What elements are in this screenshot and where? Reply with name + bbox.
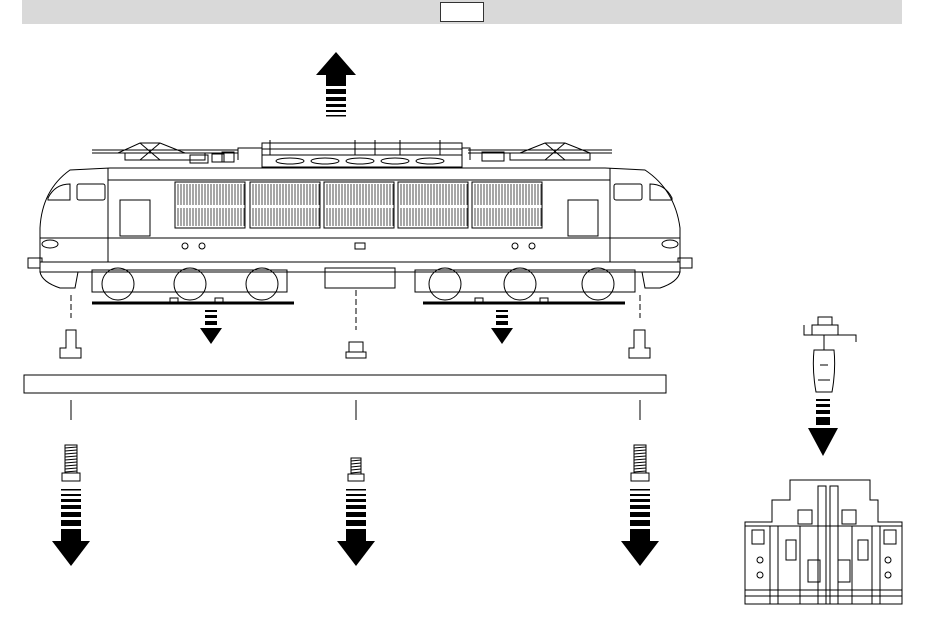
screw-thread [65,459,77,460]
screw-thread [634,465,646,466]
arrow-dash [346,489,366,491]
screw-thread [634,447,646,448]
screw-thread [65,447,77,448]
screw-thread [65,468,77,469]
screw-thread [351,463,361,464]
arrow-head [621,541,659,566]
screw-center-icon [348,458,364,481]
down-arrow-small-right-icon [491,310,513,344]
screw-thread [65,462,77,463]
arrow-dash [630,520,650,526]
arrow-dash [61,520,81,526]
arrow-dash [630,494,650,496]
screw-thread [351,460,361,461]
screw-thread [65,465,77,466]
screw-thread [351,469,361,470]
arrow-dash [630,529,650,541]
clip-right-icon [629,295,650,358]
arrow-dash [346,520,366,526]
down-arrow-right-icon [621,489,659,566]
down-arrow-pantograph-icon [808,399,838,456]
screw-thread [351,466,361,467]
arrow-dash [630,489,650,491]
screw-thread [634,459,646,460]
screw-thread [634,468,646,469]
arrow-dash [61,494,81,496]
screw-left-icon [62,445,80,481]
screw-thread [65,471,77,472]
arrow-dash [346,499,366,502]
arrow-dash [630,512,650,517]
locomotive-body-icon [28,140,692,303]
screw-thread [65,453,77,454]
bogie-right-icon [415,268,635,303]
clip-center-icon [346,290,366,358]
screw-thread [634,453,646,454]
screw-right-icon [631,445,649,481]
arrow-dash [61,505,81,509]
arrow-dash [346,512,366,517]
screw-thread [634,450,646,451]
pantograph-component-icon [804,317,856,392]
arrow-dash [61,489,81,491]
arrow-dash [346,529,366,541]
down-arrow-center-icon [337,489,375,566]
screw-thread [634,456,646,457]
down-arrow-small-left-icon [200,310,222,344]
screw-thread [634,462,646,463]
roof-closeup-icon [745,480,902,604]
arrow-dash [630,499,650,502]
arrow-dash [346,505,366,509]
clip-left-icon [60,295,81,358]
up-arrow-icon [316,52,356,117]
screw-thread [65,456,77,457]
screw-thread [351,472,361,473]
arrow-dash [61,499,81,502]
screw-thread [634,471,646,472]
screw-thread [65,450,77,451]
pantograph-left-icon [92,143,238,160]
arrow-head [337,541,375,566]
chassis-frame-icon [24,375,666,393]
arrow-dash [61,512,81,517]
down-arrow-left-icon [52,489,90,566]
bogie-left-icon [92,268,294,303]
arrow-head [52,541,90,566]
arrow-dash [61,529,81,541]
arrow-dash [630,505,650,509]
arrow-dash [346,494,366,496]
